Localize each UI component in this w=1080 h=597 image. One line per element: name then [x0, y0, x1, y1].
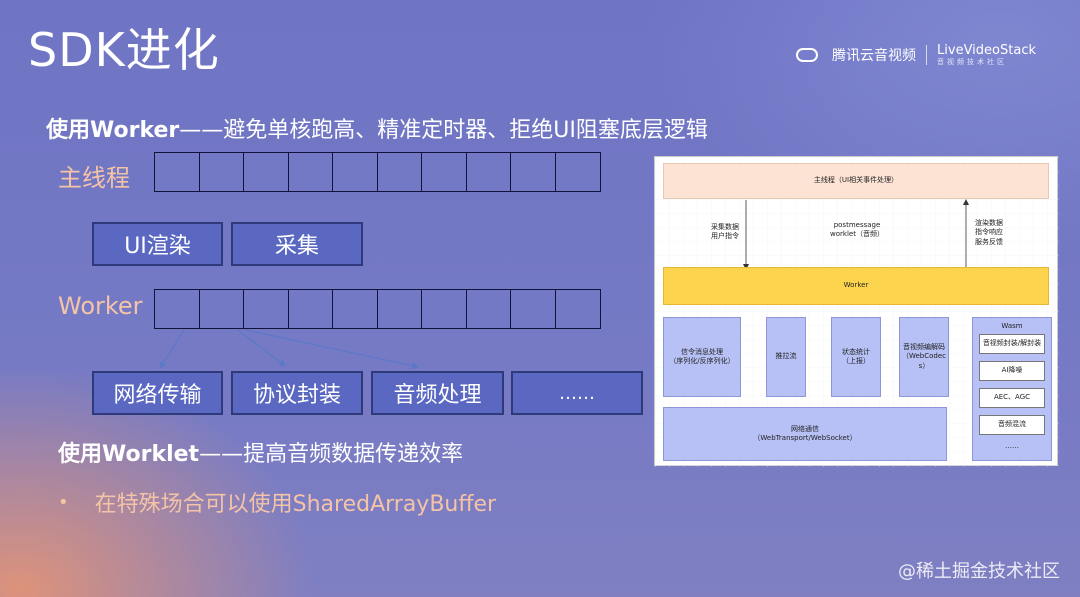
diagram-wasm-more: ……: [1005, 442, 1019, 450]
task-network-transfer: 网络传输: [92, 371, 223, 415]
timeline-cell: [465, 152, 512, 192]
diagram-module-codec: 音视频编解码 （WebCodec s）: [899, 317, 949, 397]
diagram-module-push-pull: 推拉流: [766, 317, 806, 397]
diagram-down-label: 采集数据 用户指令: [711, 223, 739, 241]
task-more: ……: [511, 371, 643, 415]
worker-timeline: [154, 289, 601, 329]
slide-title: SDK进化: [28, 23, 220, 77]
diagram-wasm-title: Wasm: [1001, 322, 1023, 330]
diagram-wasm-item: AI降噪: [979, 361, 1045, 381]
timeline-cell: [198, 152, 245, 192]
livevideostack-logo: LiveVideoStack 音视频技术社区: [937, 44, 1036, 66]
timeline-cell: [376, 289, 423, 329]
worklet-heading-bold: 使用Worklet: [58, 442, 200, 467]
architecture-diagram: 主线程（UI相关事件处理） 采集数据 用户指令 postmessage work…: [654, 156, 1059, 467]
timeline-cell: [510, 152, 556, 192]
diagram-wasm-item: AEC、AGC: [979, 388, 1045, 408]
diagram-wasm-item: 音频混流: [979, 415, 1045, 435]
worker-heading: 使用Worker——避免单核跑高、精准定时器、拒绝UI阻塞底层逻辑: [46, 112, 708, 144]
timeline-cell: [554, 289, 601, 329]
diagram-worker-box: Worker: [663, 267, 1049, 305]
tencent-logo-text: 腾讯云音视频: [832, 48, 917, 64]
worker-heading-rest: ——避免单核跑高、精准定时器、拒绝UI阻塞底层逻辑: [179, 118, 708, 143]
diagram-main-thread-box: 主线程（UI相关事件处理）: [663, 163, 1049, 199]
logo-divider: [926, 45, 928, 65]
worklet-heading: 使用Worklet——提高音频数据传递效率: [58, 436, 463, 468]
bullet-dot: •: [58, 491, 69, 513]
main-thread-label: 主线程: [58, 164, 130, 192]
timeline-cell: [332, 152, 378, 192]
livevideostack-logo-text: LiveVideoStack: [937, 43, 1036, 58]
timeline-cell: [554, 152, 601, 192]
logo-area: 腾讯云音视频 LiveVideoStack 音视频技术社区: [796, 44, 1036, 66]
timeline-cell: [287, 152, 334, 192]
bullet-text: 在特殊场合可以使用SharedArrayBuffer: [94, 492, 497, 517]
worker-heading-bold: 使用Worker: [46, 118, 180, 143]
task-audio-processing: 音频处理: [371, 371, 504, 415]
task-protocol-encapsulation: 协议封装: [231, 371, 363, 415]
timeline-cell: [154, 289, 200, 329]
task-capture: 采集: [231, 222, 363, 266]
cloud-icon: [796, 48, 819, 62]
livevideostack-logo-subtext: 音视频技术社区: [937, 58, 1008, 66]
diagram-network-box: 网络通信 （WebTransport/WebSocket）: [663, 407, 947, 461]
worker-label: Worker: [58, 292, 143, 320]
timeline-cell: [376, 152, 423, 192]
timeline-cell: [154, 152, 200, 192]
task-ui-render: UI渲染: [92, 222, 223, 266]
diagram-wasm-item: 音视频封装/解封装: [979, 334, 1045, 354]
diagram-center-label: postmessage worklet（音频）: [830, 221, 884, 239]
watermark: @稀土掘金技术社区: [898, 561, 1060, 582]
diagram-module-signaling: 信令消息处理 （序列化/反序列化）: [663, 317, 741, 397]
main-thread-timeline: [154, 152, 601, 192]
diagram-up-label: 渲染数据 指令响应 服务反馈: [975, 219, 1003, 246]
timeline-cell: [243, 152, 289, 192]
worklet-heading-rest: ——提高音频数据传递效率: [199, 442, 464, 467]
bullet-item: • 在特殊场合可以使用SharedArrayBuffer: [58, 486, 496, 518]
diagram-wasm-box: Wasm 音视频封装/解封装 AI降噪 AEC、AGC 音频混流 ……: [972, 317, 1052, 461]
timeline-cell: [198, 289, 245, 329]
diagram-module-stats: 状态统计 （上报）: [831, 317, 881, 397]
timeline-cell: [421, 289, 467, 329]
timeline-cell: [510, 289, 556, 329]
